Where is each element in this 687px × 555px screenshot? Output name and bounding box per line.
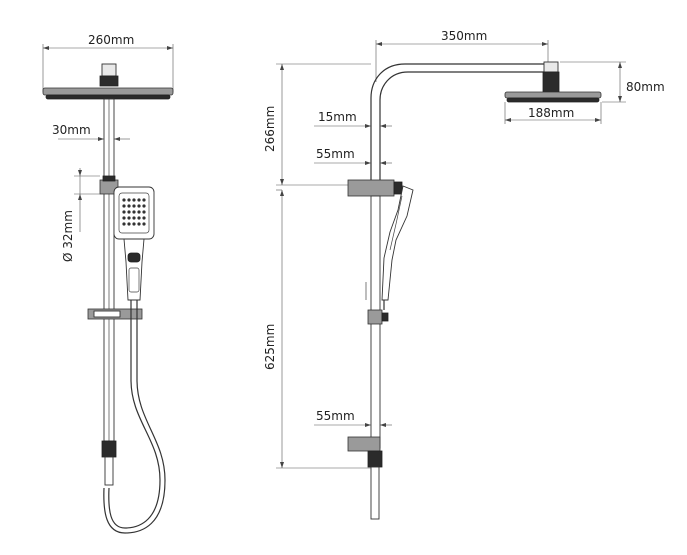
front-view: 260mm 30mm <box>42 33 174 534</box>
bottom-bracket-side <box>347 436 383 520</box>
dim-holder-offset-top: 55mm <box>314 147 392 165</box>
rain-head-side <box>504 61 602 103</box>
label-head-width-side: 188mm <box>528 106 574 120</box>
dim-upper-height: 266mm <box>263 63 371 186</box>
label-upper-height: 266mm <box>263 106 277 152</box>
label-holder-offset-top: 55mm <box>316 147 355 161</box>
rail-pipe-front <box>103 98 115 442</box>
rain-head-front <box>42 63 174 100</box>
shower-arm-side <box>370 63 548 185</box>
slider-side <box>367 309 389 325</box>
dim-head-width: 260mm <box>42 33 174 92</box>
label-handset-diameter: Ø 32mm <box>61 210 75 262</box>
hand-shower-front <box>113 186 155 301</box>
dim-head-width-side: 188mm <box>504 102 602 124</box>
slider-holder-front <box>87 308 143 320</box>
dim-rail-length: 625mm <box>263 189 371 469</box>
dim-holder-offset-bottom: 55mm <box>314 409 392 427</box>
label-pipe-offset: 15mm <box>318 110 357 124</box>
label-arm-reach: 350mm <box>441 29 487 43</box>
hand-shower-side <box>381 185 414 301</box>
label-rail-length: 625mm <box>263 324 277 370</box>
hose-front <box>103 300 166 534</box>
dim-pipe-offset: 15mm <box>314 110 392 128</box>
nozzle-grid <box>122 198 146 226</box>
dim-arm-offset: 30mm <box>52 123 130 141</box>
dim-head-height: 80mm <box>560 61 665 103</box>
hose-side <box>365 282 385 310</box>
label-arm-offset: 30mm <box>52 123 91 137</box>
side-view: 350mm 80mm 1 <box>263 29 665 520</box>
label-head-width: 260mm <box>88 33 134 47</box>
label-holder-offset-bottom: 55mm <box>316 409 355 423</box>
dim-arm-reach: 350mm <box>375 29 549 82</box>
label-head-height: 80mm <box>626 80 665 94</box>
top-bracket-side <box>347 179 403 197</box>
wall-connector-front <box>101 440 117 486</box>
dim-handset-diameter: Ø 32mm <box>61 168 100 262</box>
